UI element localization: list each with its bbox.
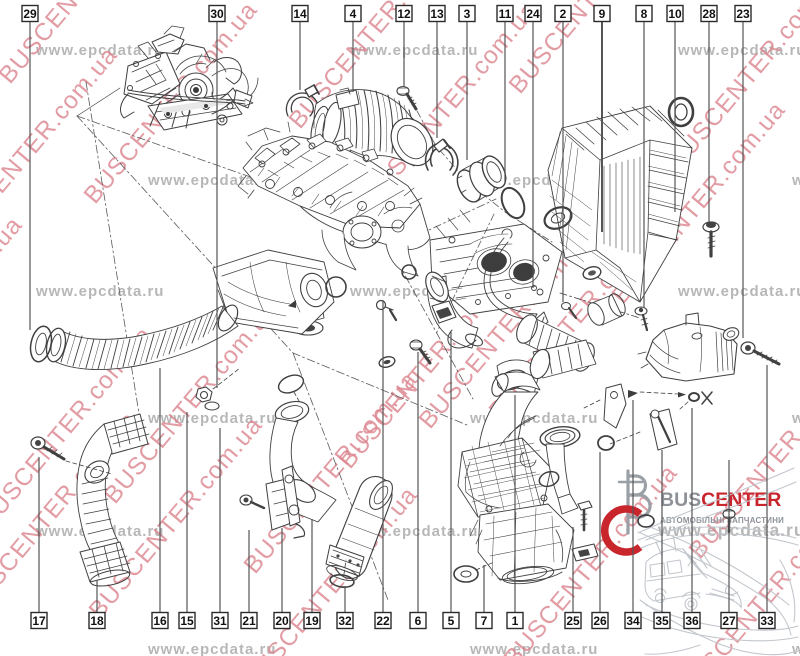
svg-text:11: 11: [499, 7, 512, 21]
svg-text:33: 33: [760, 614, 774, 628]
svg-text:18: 18: [90, 614, 104, 628]
svg-text:BUSCENTER: BUSCENTER: [660, 489, 781, 511]
svg-text:20: 20: [275, 614, 289, 628]
svg-text:www.epcdata.ru: www.epcdata.ru: [35, 283, 164, 300]
svg-text:12: 12: [397, 7, 411, 21]
svg-text:2: 2: [560, 7, 567, 21]
svg-text:35: 35: [655, 614, 669, 628]
svg-text:www.epcdata.ru: www.epcdata.ru: [469, 641, 598, 656]
svg-text:30: 30: [210, 7, 224, 21]
svg-text:21: 21: [242, 614, 256, 628]
svg-text:13: 13: [430, 7, 444, 21]
svg-text:АВТОМОБІЛЬНІ ЗАПЧАСТИНИ: АВТОМОБІЛЬНІ ЗАПЧАСТИНИ: [660, 516, 784, 525]
svg-text:22: 22: [376, 614, 390, 628]
svg-text:www.epcdata.ru: www.epcdata.ru: [791, 641, 800, 656]
svg-text:1: 1: [512, 614, 519, 628]
svg-text:6: 6: [415, 614, 422, 628]
svg-text:www.epcdata.ru: www.epcdata.ru: [147, 641, 276, 656]
svg-text:10: 10: [668, 7, 682, 21]
svg-text:28: 28: [702, 7, 716, 21]
svg-text:29: 29: [23, 7, 37, 21]
svg-text:25: 25: [566, 614, 580, 628]
svg-text:15: 15: [180, 614, 194, 628]
svg-text:3: 3: [464, 7, 471, 21]
svg-text:8: 8: [641, 7, 648, 21]
svg-text:32: 32: [338, 614, 352, 628]
svg-text:7: 7: [481, 614, 488, 628]
svg-text:26: 26: [593, 614, 607, 628]
svg-text:www.epcdata.ru: www.epcdata.ru: [35, 42, 164, 59]
svg-text:24: 24: [526, 7, 540, 21]
svg-text:4: 4: [350, 7, 357, 21]
svg-text:www.epcdata.ru: www.epcdata.ru: [677, 42, 800, 59]
svg-text:34: 34: [626, 614, 640, 628]
svg-text:17: 17: [32, 614, 46, 628]
svg-text:5: 5: [448, 614, 455, 628]
svg-text:19: 19: [305, 614, 319, 628]
svg-text:www.epcdata.ru: www.epcdata.ru: [147, 410, 276, 427]
svg-text:31: 31: [213, 614, 227, 628]
svg-text:www.epcdata.ru: www.epcdata.ru: [677, 283, 800, 300]
svg-text:27: 27: [722, 614, 736, 628]
svg-text:www.epcdata.ru: www.epcdata.ru: [791, 410, 800, 427]
svg-text:14: 14: [293, 7, 307, 21]
svg-text:36: 36: [685, 614, 699, 628]
svg-text:9: 9: [599, 7, 606, 21]
svg-text:16: 16: [153, 614, 167, 628]
svg-text:www.epcdata.ru: www.epcdata.ru: [791, 172, 800, 189]
svg-text:www.epcdata.ru: www.epcdata.ru: [147, 172, 276, 189]
svg-text:23: 23: [736, 7, 750, 21]
svg-text:www.epcdata.ru: www.epcdata.ru: [349, 42, 478, 59]
